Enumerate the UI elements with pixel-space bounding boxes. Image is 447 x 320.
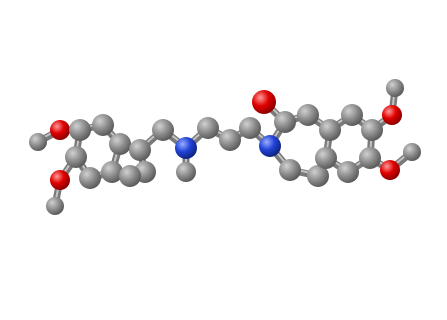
carbon-atom-cb1 xyxy=(129,139,151,161)
carbon-atom-co xyxy=(274,111,296,133)
oxygen-atom-o4 xyxy=(382,105,402,125)
carbon-atom-rr1 xyxy=(319,119,341,141)
carbon-atom-r4 xyxy=(101,161,123,183)
carbon-atom-az2 xyxy=(307,165,329,187)
atom-layer xyxy=(29,79,421,215)
carbon-atom-mc4 xyxy=(403,143,421,161)
carbon-atom-r6 xyxy=(65,146,87,168)
carbon-atom-b2 xyxy=(361,119,383,141)
oxygen-atom-o5 xyxy=(380,160,400,180)
carbon-atom-cb3 xyxy=(119,165,141,187)
carbon-atom-b3 xyxy=(359,147,381,169)
carbon-atom-p1 xyxy=(197,117,219,139)
carbon-atom-r2 xyxy=(92,114,114,136)
carbon-atom-az1 xyxy=(279,159,301,181)
oxygen-atom-o2 xyxy=(50,170,70,190)
carbon-atom-p3 xyxy=(239,117,261,139)
carbon-atom-ch2a xyxy=(152,119,174,141)
carbon-atom-mc1 xyxy=(29,133,47,151)
nitrogen-atom-n2 xyxy=(259,135,281,157)
oxygen-atom-o1 xyxy=(50,120,70,140)
carbon-atom-p2 xyxy=(219,129,241,151)
carbon-atom-r5 xyxy=(79,167,101,189)
carbon-atom-mc2 xyxy=(46,197,64,215)
carbon-atom-me1 xyxy=(176,162,196,182)
nitrogen-atom-n1 xyxy=(175,137,197,159)
oxygen-atom-o3 xyxy=(252,90,276,114)
carbon-atom-r1 xyxy=(69,119,91,141)
carbon-atom-mc3 xyxy=(386,79,404,97)
carbon-atom-ch2b xyxy=(297,104,319,126)
carbon-atom-b5 xyxy=(315,147,337,169)
carbon-atom-r3 xyxy=(109,133,131,155)
carbon-atom-b1 xyxy=(341,104,363,126)
carbon-atom-b4 xyxy=(337,161,359,183)
